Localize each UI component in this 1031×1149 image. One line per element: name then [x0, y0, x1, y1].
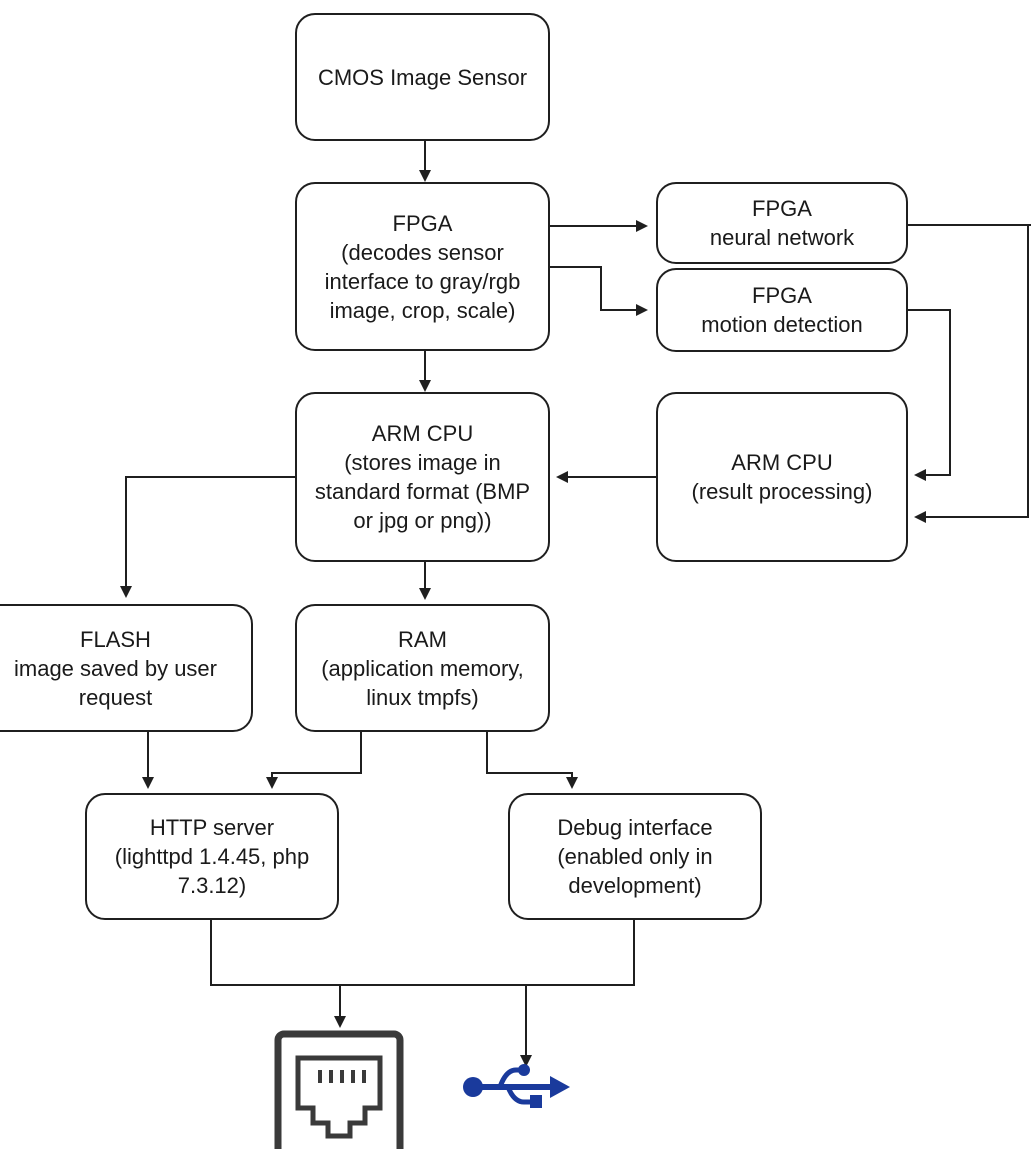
arm-cpu-result-processing-label: ARM CPU (result processing) [691, 450, 873, 504]
arm-cpu-box: ARM CPU (stores image in standard format… [295, 392, 550, 562]
cmos-image-sensor-box: CMOS Image Sensor [295, 13, 550, 141]
fpga-motion-detection-label: FPGA motion detection [701, 283, 863, 337]
http-server-label: HTTP server (lighttpd 1.4.45, php 7.3.12… [114, 815, 310, 898]
ram-box: RAM (application memory, linux tmpfs) [295, 604, 550, 732]
debug-interface-box: Debug interface (enabled only in develop… [508, 793, 762, 920]
ethernet-port-icon [274, 1030, 404, 1149]
fpga-label: FPGA (decodes sensor interface to gray/r… [324, 210, 521, 323]
flash-box: FLASH image saved by user request [0, 604, 253, 732]
ram-label: RAM (application memory, linux tmpfs) [321, 626, 524, 710]
flash-label: FLASH image saved by user request [14, 626, 217, 710]
arm-cpu-result-processing-box: ARM CPU (result processing) [656, 392, 908, 562]
fpga-motion-detection-box: FPGA motion detection [656, 268, 908, 352]
arm-cpu-label: ARM CPU (stores image in standard format… [314, 421, 531, 533]
cmos-image-sensor-label: CMOS Image Sensor [317, 64, 528, 90]
http-server-box: HTTP server (lighttpd 1.4.45, php 7.3.12… [85, 793, 339, 920]
fpga-box: FPGA (decodes sensor interface to gray/r… [295, 182, 550, 351]
usb-icon [463, 1064, 570, 1108]
debug-interface-label: Debug interface (enabled only in develop… [557, 815, 713, 898]
fpga-neural-network-box: FPGA neural network [656, 182, 908, 264]
fpga-neural-network-label: FPGA neural network [709, 196, 855, 250]
